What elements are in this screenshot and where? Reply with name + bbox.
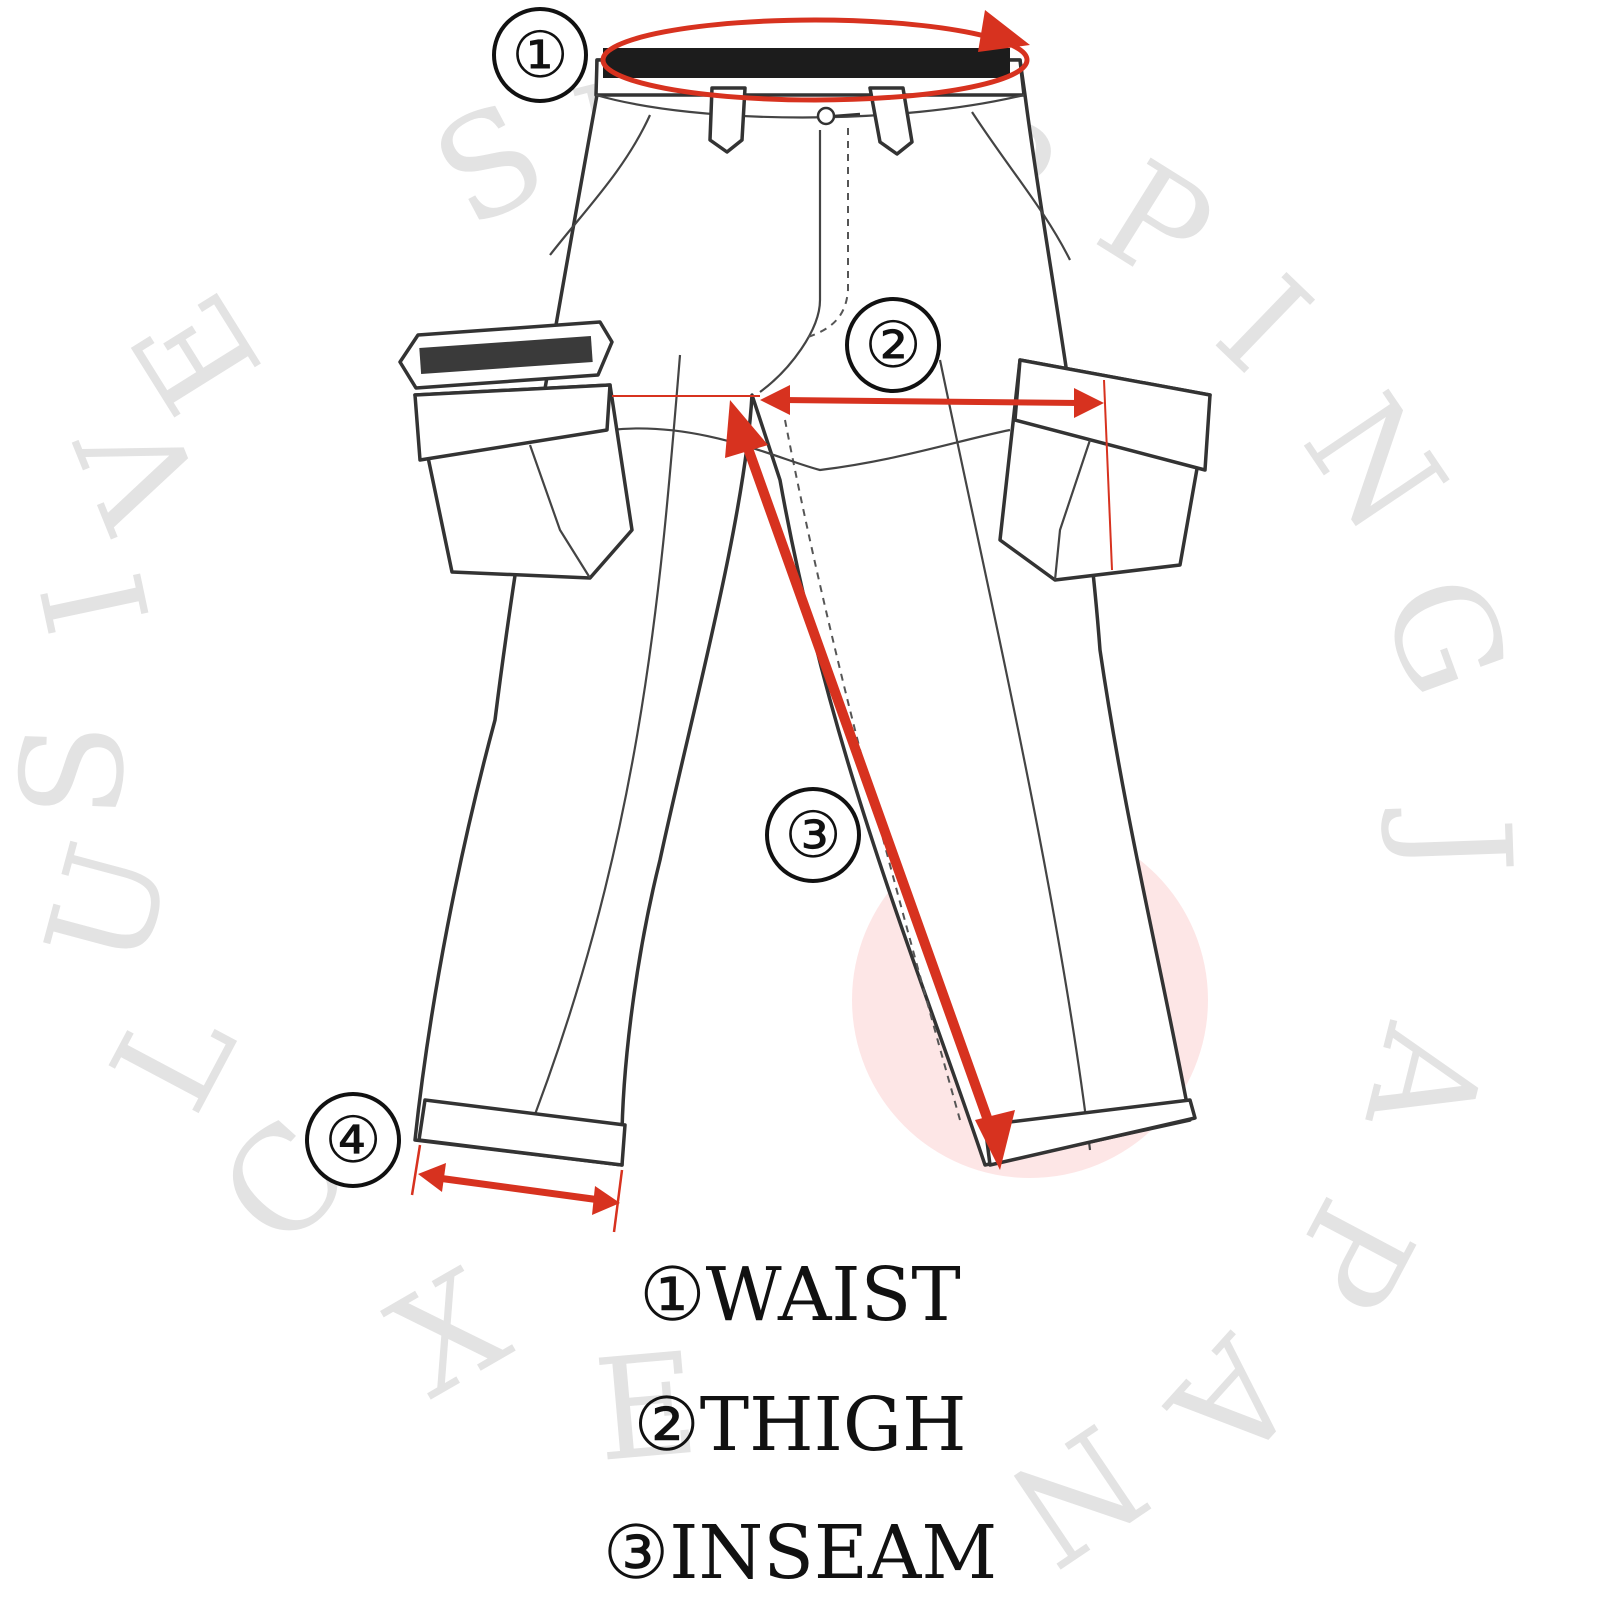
marker-inseam-label: ③ — [784, 799, 841, 873]
inseam-measure-line — [740, 438, 1000, 1142]
marker-hem: ④ — [305, 1092, 401, 1188]
legend-number: ① — [639, 1252, 706, 1338]
front-pocket-left — [549, 114, 652, 256]
knee-panel-line — [609, 427, 1011, 472]
hem-arrowhead-left — [418, 1163, 446, 1192]
marker-thigh: ② — [845, 297, 941, 393]
left-cuff — [417, 1098, 627, 1167]
waist-measure-ring — [600, 17, 1030, 103]
right-cargo-pleat — [1053, 439, 1092, 581]
marker-waist-label: ① — [511, 19, 568, 93]
legend-label: WAIST — [705, 1252, 961, 1338]
inseam-arrowhead-top — [725, 400, 768, 458]
legend-item-inseam: ③INSEAM — [0, 1516, 1600, 1590]
legend-label: INSEAM — [669, 1510, 998, 1596]
left-cargo-pleat — [528, 444, 591, 579]
hem-measure-line — [437, 1174, 601, 1204]
hem-guide-right — [612, 1169, 624, 1233]
right-cuff — [983, 1098, 1197, 1167]
fly-button — [816, 106, 836, 126]
legend-label: THIGH — [699, 1382, 967, 1468]
marker-waist: ① — [492, 7, 588, 103]
marker-hem-label: ④ — [324, 1104, 381, 1178]
fly-button-hole — [833, 112, 861, 118]
marker-inseam: ③ — [765, 787, 861, 883]
waistband-inner — [603, 48, 1010, 78]
hem-arrowhead-right — [592, 1186, 620, 1215]
waistband-lower-band — [595, 93, 1025, 119]
hem-guide-left — [410, 1144, 422, 1196]
left-leg-center-seam — [520, 354, 682, 1149]
legend-item-waist: ①WAIST — [0, 1258, 1600, 1332]
legend-number: ③ — [602, 1510, 670, 1596]
marker-thigh-label: ② — [864, 309, 921, 383]
thigh-measure-line — [781, 397, 1081, 406]
thigh-arrowhead-left — [760, 385, 790, 415]
thigh-arrowhead-right — [1074, 388, 1104, 418]
watermark-letter: E — [589, 1323, 705, 1494]
thigh-guide-vertical — [1103, 379, 1113, 571]
fly-stitch — [804, 128, 849, 339]
legend-item-thigh: ②THIGH — [0, 1388, 1600, 1462]
left-zipper-teeth — [419, 336, 593, 374]
waist-arrowhead — [978, 10, 1030, 52]
inseam-arrowhead-bottom — [975, 1110, 1015, 1170]
right-leg-center-seam — [938, 359, 1092, 1151]
fly-seam — [759, 130, 822, 393]
belt-loop — [708, 86, 747, 154]
left-cargo-flap — [413, 383, 612, 462]
front-pocket-right — [971, 111, 1071, 261]
watermark-letter: S — [0, 720, 157, 822]
belt-loop — [868, 86, 914, 156]
legend-number: ② — [633, 1382, 700, 1468]
inner-leg-seam — [784, 419, 961, 1121]
